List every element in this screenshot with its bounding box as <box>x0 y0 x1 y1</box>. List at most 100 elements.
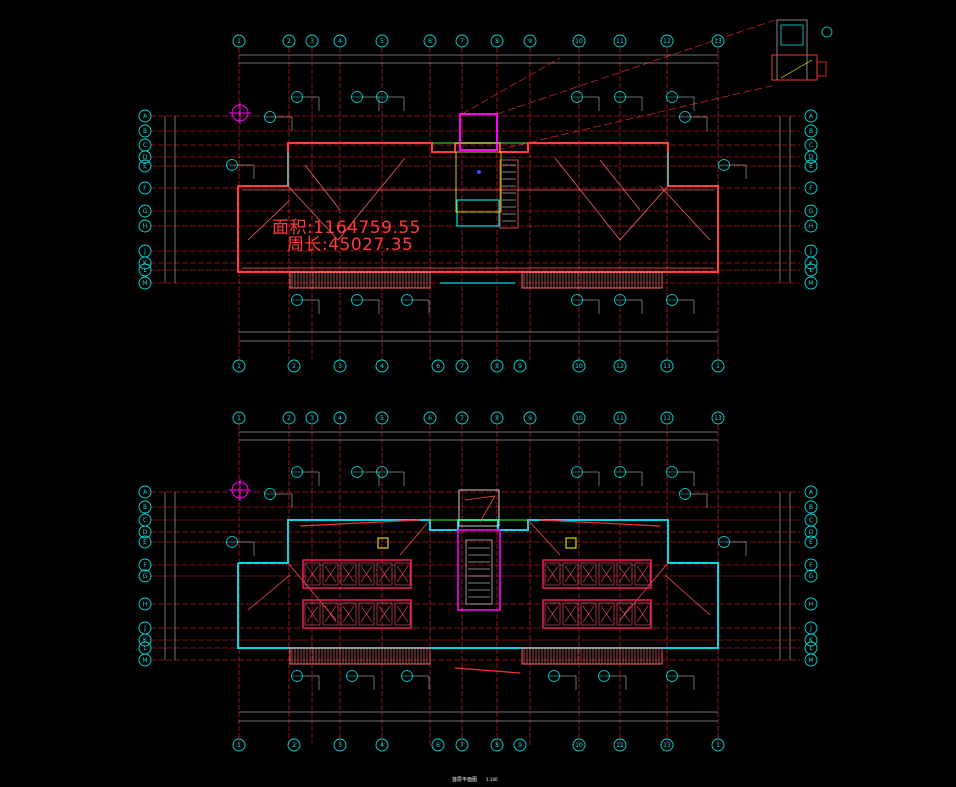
bottom-plan-north-axis-bubble-4: 5 <box>375 411 389 425</box>
bottom-plan-west-axis-bubble-3: D <box>138 525 152 539</box>
top-plan-south-axis-label: 1 <box>716 363 720 370</box>
bottom-plan-north-axis-label: 9 <box>528 415 532 422</box>
bottom-plan-north-axis-label: 10 <box>575 415 583 422</box>
top-plan-west-axis-label: E <box>143 163 147 170</box>
bottom-plan-east-axis-bubble-6: G <box>804 569 818 583</box>
bottom-plan-north-axis-bubble-12: 13 <box>711 411 725 425</box>
top-plan-north-axis-label: 1 <box>237 38 241 45</box>
room-tag-10 <box>401 294 430 314</box>
bottom-plan-west-axis-bubble-0: A <box>138 485 152 499</box>
bottom-plan-south-axis-bubble-5: 7 <box>455 738 469 752</box>
bottom-plan-north-axis-bubble-3: 4 <box>333 411 347 425</box>
bottom-plan-east-axis-label: L <box>809 645 813 652</box>
room-tag-19 <box>571 466 600 486</box>
bottom-plan-south-axis-bubble-3: 4 <box>375 738 389 752</box>
room-tag-23 <box>679 488 708 508</box>
bottom-plan-east-axis-label: G <box>809 573 814 580</box>
top-plan-west-axis-label: H <box>143 223 148 230</box>
top-plan-west-axis-bubble-3: D <box>138 150 152 164</box>
top-plan-east-axis-label: J <box>809 248 812 255</box>
bottom-plan-south-axis-bubble-6: 8 <box>490 738 504 752</box>
top-plan-east-axis-label: B <box>809 128 813 135</box>
room-tag-12 <box>614 294 643 314</box>
bottom-plan-south-axis-bubble-2: 3 <box>333 738 347 752</box>
bottom-plan-west-axis-label: M <box>142 657 147 664</box>
top-plan-south-axis-label: 2 <box>292 363 296 370</box>
bottom-plan-south-axis-bubble-0: 1 <box>232 738 246 752</box>
bottom-plan-north-axis-label: 7 <box>460 415 464 422</box>
top-plan-west-axis-bubble-11: M <box>138 276 152 290</box>
bottom-plan-north-axis-bubble-8: 9 <box>523 411 537 425</box>
top-plan-south-axis-label: 10 <box>575 363 583 370</box>
room-tag-31 <box>718 536 747 556</box>
bottom-plan-west-axis-label: J <box>143 625 146 632</box>
top-plan-north-axis-bubble-0: 1 <box>232 34 246 48</box>
top-plan-west-axis-label: C <box>143 142 147 149</box>
room-tag-17 <box>351 466 380 486</box>
bottom-plan-east-axis-label: E <box>809 539 813 546</box>
bottom-plan-west-axis-label: E <box>143 539 147 546</box>
bottom-plan-north-axis-label: 8 <box>495 415 499 422</box>
top-plan-north-axis-bubble-11: 12 <box>660 34 674 48</box>
top-plan-south-axis-label: 3 <box>338 363 342 370</box>
perimeter-label: 周长:45027.35 <box>287 235 414 255</box>
bottom-plan-west-axis-bubble-9: K <box>138 633 152 647</box>
bottom-plan-east-axis-label: A <box>809 489 814 496</box>
room-tag-20 <box>614 466 643 486</box>
top-plan-north-axis-label: 3 <box>310 38 314 45</box>
bottom-plan-north-axis-bubble-0: 1 <box>232 411 246 425</box>
bottom-plan-south-axis-bubble-8: 10 <box>572 738 586 752</box>
bottom-plan-south-axis-label: 1 <box>237 742 241 749</box>
room-tag-16 <box>291 466 320 486</box>
bottom-plan-west-axis-label: H <box>143 601 148 608</box>
room-tag-9 <box>351 294 380 314</box>
bottom-plan-south-axis-bubble-11: 1 <box>711 738 725 752</box>
bottom-plan-east-axis-bubble-1: B <box>804 500 818 514</box>
top-plan-west-axis-bubble-6: G <box>138 204 152 218</box>
floor-plan-top <box>150 19 800 360</box>
top-plan-north-axis-bubble-7: 8 <box>490 34 504 48</box>
top-plan-west-axis-bubble-5: F <box>138 181 152 195</box>
top-plan-north-axis-label: 7 <box>460 38 464 45</box>
top-plan-south-axis-bubble-9: 12 <box>613 359 627 373</box>
top-plan-west-axis-bubble-10: L <box>138 263 152 277</box>
room-tag-27 <box>548 670 577 690</box>
bottom-plan-south-axis-label: 6 <box>436 742 440 749</box>
top-plan-north-axis-label: 10 <box>575 38 583 45</box>
top-plan-south-axis-label: 9 <box>518 363 522 370</box>
bottom-plan-north-axis-bubble-5: 6 <box>423 411 437 425</box>
top-plan-north-axis-label: 6 <box>428 38 432 45</box>
bottom-plan-west-axis-bubble-1: B <box>138 500 152 514</box>
floor-plan-bottom <box>150 425 800 745</box>
bottom-plan-north-axis-label: 4 <box>338 415 342 422</box>
bottom-plan-north-axis-bubble-2: 3 <box>305 411 319 425</box>
bottom-plan-east-axis-label: M <box>808 657 813 664</box>
top-plan-south-axis-bubble-2: 3 <box>333 359 347 373</box>
bottom-plan-west-axis-label: F <box>143 562 147 569</box>
bottom-plan-south-axis-bubble-1: 2 <box>287 738 301 752</box>
bottom-plan-east-axis-label: C <box>809 517 813 524</box>
top-plan-east-axis-bubble-0: A <box>804 109 818 123</box>
top-plan-south-axis-label: 6 <box>436 363 440 370</box>
top-plan-north-axis-label: 5 <box>380 38 384 45</box>
top-plan-north-axis-bubble-1: 2 <box>282 34 296 48</box>
bottom-plan-west-axis-label: C <box>143 517 147 524</box>
top-plan-north-axis-bubble-4: 5 <box>375 34 389 48</box>
top-plan-south-axis-label: 13 <box>663 363 671 370</box>
top-plan-south-axis-bubble-6: 8 <box>490 359 504 373</box>
top-plan-north-axis-bubble-6: 7 <box>455 34 469 48</box>
bottom-plan-east-axis-label: J <box>809 625 812 632</box>
top-plan-north-axis-label: 13 <box>714 38 722 45</box>
bottom-plan-north-axis-bubble-9: 10 <box>572 411 586 425</box>
bottom-plan-west-axis-bubble-11: M <box>138 653 152 667</box>
top-plan-north-axis-bubble-2: 3 <box>305 34 319 48</box>
bottom-plan-north-axis-label: 11 <box>616 415 624 422</box>
room-tag-15 <box>718 159 747 179</box>
top-plan-west-axis-label: J <box>143 248 146 255</box>
bottom-plan-east-axis-bubble-4: E <box>804 535 818 549</box>
area-label: 面积:1164759.55 <box>272 218 421 238</box>
top-plan-west-axis-bubble-1: B <box>138 124 152 138</box>
bottom-plan-east-axis-label: K <box>809 637 814 644</box>
bottom-plan-east-axis-bubble-5: F <box>804 558 818 572</box>
